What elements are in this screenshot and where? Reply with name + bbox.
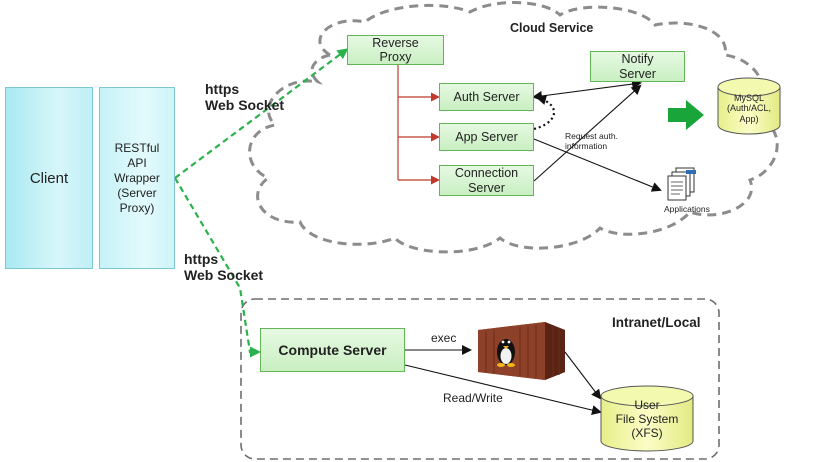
reverse-proxy-line-2: Proxy bbox=[379, 50, 412, 64]
request-auth-line-2: information bbox=[565, 140, 608, 151]
mysql-line-3: App) bbox=[739, 113, 759, 124]
user-file-system-label: User File System (XFS) bbox=[601, 398, 693, 440]
green-block-arrow bbox=[668, 100, 704, 130]
wrapper-line-4: (Server bbox=[117, 185, 157, 200]
exec-label: exec bbox=[431, 331, 457, 345]
applications-label: Applications bbox=[664, 204, 710, 214]
mysql-label: MySQL (Auth/ACL, App) bbox=[718, 93, 780, 124]
https-top-line-1: https bbox=[205, 81, 240, 97]
linux-container-icon bbox=[478, 322, 565, 380]
read-write-label: Read/Write bbox=[443, 391, 503, 405]
file-system-cylinder-icon bbox=[600, 385, 694, 452]
proxy-connectors bbox=[397, 64, 440, 185]
black-arrows bbox=[404, 79, 662, 415]
mysql-line-2: (Auth/ACL, bbox=[726, 103, 772, 114]
client-label: Client bbox=[29, 169, 69, 187]
app-server-box: App Server bbox=[439, 123, 534, 151]
compute-server-box: Compute Server bbox=[260, 328, 405, 372]
cloud-service-title: Cloud Service bbox=[510, 21, 594, 35]
https-bottom-line-1: https bbox=[184, 251, 219, 267]
connection-server-line-1: Connection bbox=[454, 166, 519, 181]
https-top-line-2: Web Socket bbox=[205, 97, 285, 114]
compute-server-label: Compute Server bbox=[278, 341, 387, 358]
notify-server-line-1: Notify bbox=[621, 52, 654, 67]
ufs-line-1: User bbox=[634, 398, 660, 412]
ufs-line-2: File System bbox=[615, 411, 679, 426]
mysql-line-1: MySQL bbox=[733, 93, 764, 103]
notify-server-line-2: Server bbox=[619, 66, 656, 81]
request-auth-label: Request auth. information bbox=[565, 131, 618, 152]
connection-server-box: Connection Server bbox=[439, 165, 534, 196]
connection-server-line-2: Server bbox=[468, 180, 505, 195]
wrapper-line-2: API bbox=[127, 155, 147, 170]
wrapper-line-3: Wrapper bbox=[114, 170, 160, 185]
intranet-boundary bbox=[240, 298, 720, 460]
app-server-label: App Server bbox=[455, 129, 518, 144]
mysql-cylinder-icon bbox=[717, 77, 781, 135]
auth-server-label: Auth Server bbox=[453, 89, 520, 104]
client-box: Client bbox=[5, 87, 93, 269]
applications-documents-icon bbox=[667, 167, 696, 201]
https-websocket-top-label: https Web Socket bbox=[205, 81, 284, 113]
reverse-proxy-box: Reverse Proxy bbox=[347, 35, 444, 65]
auth-server-box: Auth Server bbox=[439, 83, 534, 111]
https-links bbox=[174, 48, 349, 358]
restful-api-wrapper-box: RESTful API Wrapper (Server Proxy) bbox=[99, 87, 175, 269]
intranet-title: Intranet/Local bbox=[612, 315, 701, 330]
reverse-proxy-line-1: Reverse bbox=[372, 35, 419, 50]
ufs-line-3: (XFS) bbox=[631, 425, 663, 440]
wrapper-line-5: Proxy) bbox=[119, 200, 155, 215]
request-auth-line-1: Request auth. bbox=[565, 131, 618, 141]
https-bottom-line-2: Web Socket bbox=[184, 267, 264, 284]
https-websocket-bottom-label: https Web Socket bbox=[184, 251, 263, 283]
notify-server-box: Notify Server bbox=[590, 51, 685, 82]
wrapper-line-1: RESTful bbox=[114, 140, 160, 155]
